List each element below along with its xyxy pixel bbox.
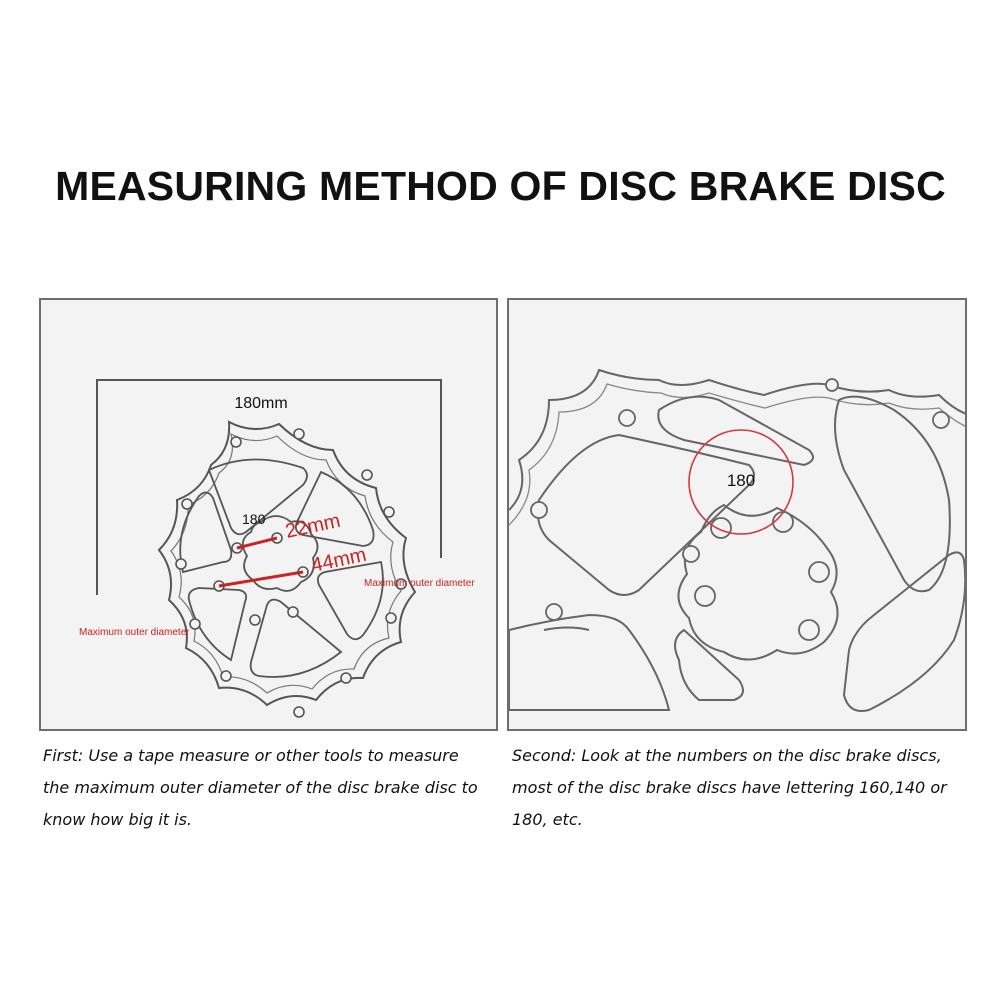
measure-diameter-panel: 180mm 180 22mm 44mm Maximum outer d [39,298,498,731]
disc-number-right: 180 [727,471,755,490]
zoomed-disc-outer-edge-inner [509,383,965,526]
disc-hub [241,515,319,592]
caption-first: First: Use a tape measure or other tools… [43,746,478,829]
bolt-spacing-line [236,536,278,550]
zoomed-rim-holes [530,378,950,621]
max-diameter-label-right: Maximum outer diameter [364,578,475,589]
disc-cutout-3 [316,560,384,641]
disc-cutout-6 [179,491,233,574]
disc-diagram-zoomed: 180 [509,368,965,712]
disc-number-highlight [688,429,794,535]
disc-number-panel: 180 [507,298,967,731]
zoomed-cutout-6 [509,613,671,711]
zoomed-cutout-7 [543,626,590,631]
bolt-spacing-label: 22mm [283,510,342,543]
disc-cutout-5 [187,587,248,662]
zoomed-disc-hub [677,503,839,661]
disc-diagram-full: 180mm 180 22mm 44mm Maximum outer d [79,379,475,718]
zoomed-cutout-3 [834,395,951,593]
zoomed-cutout-4 [842,551,965,712]
zoomed-hub-bolt-holes [682,511,830,641]
caption-second: Second: Look at the numbers on the disc … [512,746,947,829]
disc-cutout-1 [207,458,308,536]
disc-number-left: 180 [242,511,266,527]
max-diameter-label-left: Maximum outer diameter [79,627,190,638]
disc-cutout-2 [294,470,375,547]
center-spacing-line [218,570,304,588]
disc-outer-edge [157,420,417,707]
zoomed-cutout-1 [536,433,755,596]
zoomed-cutout-2 [657,395,814,467]
measuring-bracket [96,379,442,595]
zoomed-cutout-5 [674,628,744,701]
disc-outer-edge-inner [170,432,402,694]
dimension-label: 180mm [234,395,287,412]
disc-cutout-4 [249,598,343,678]
zoomed-disc-outer-edge [509,368,965,511]
disc-rim-holes [175,428,407,718]
page-title: MEASURING METHOD OF DISC BRAKE DISC [55,163,946,209]
